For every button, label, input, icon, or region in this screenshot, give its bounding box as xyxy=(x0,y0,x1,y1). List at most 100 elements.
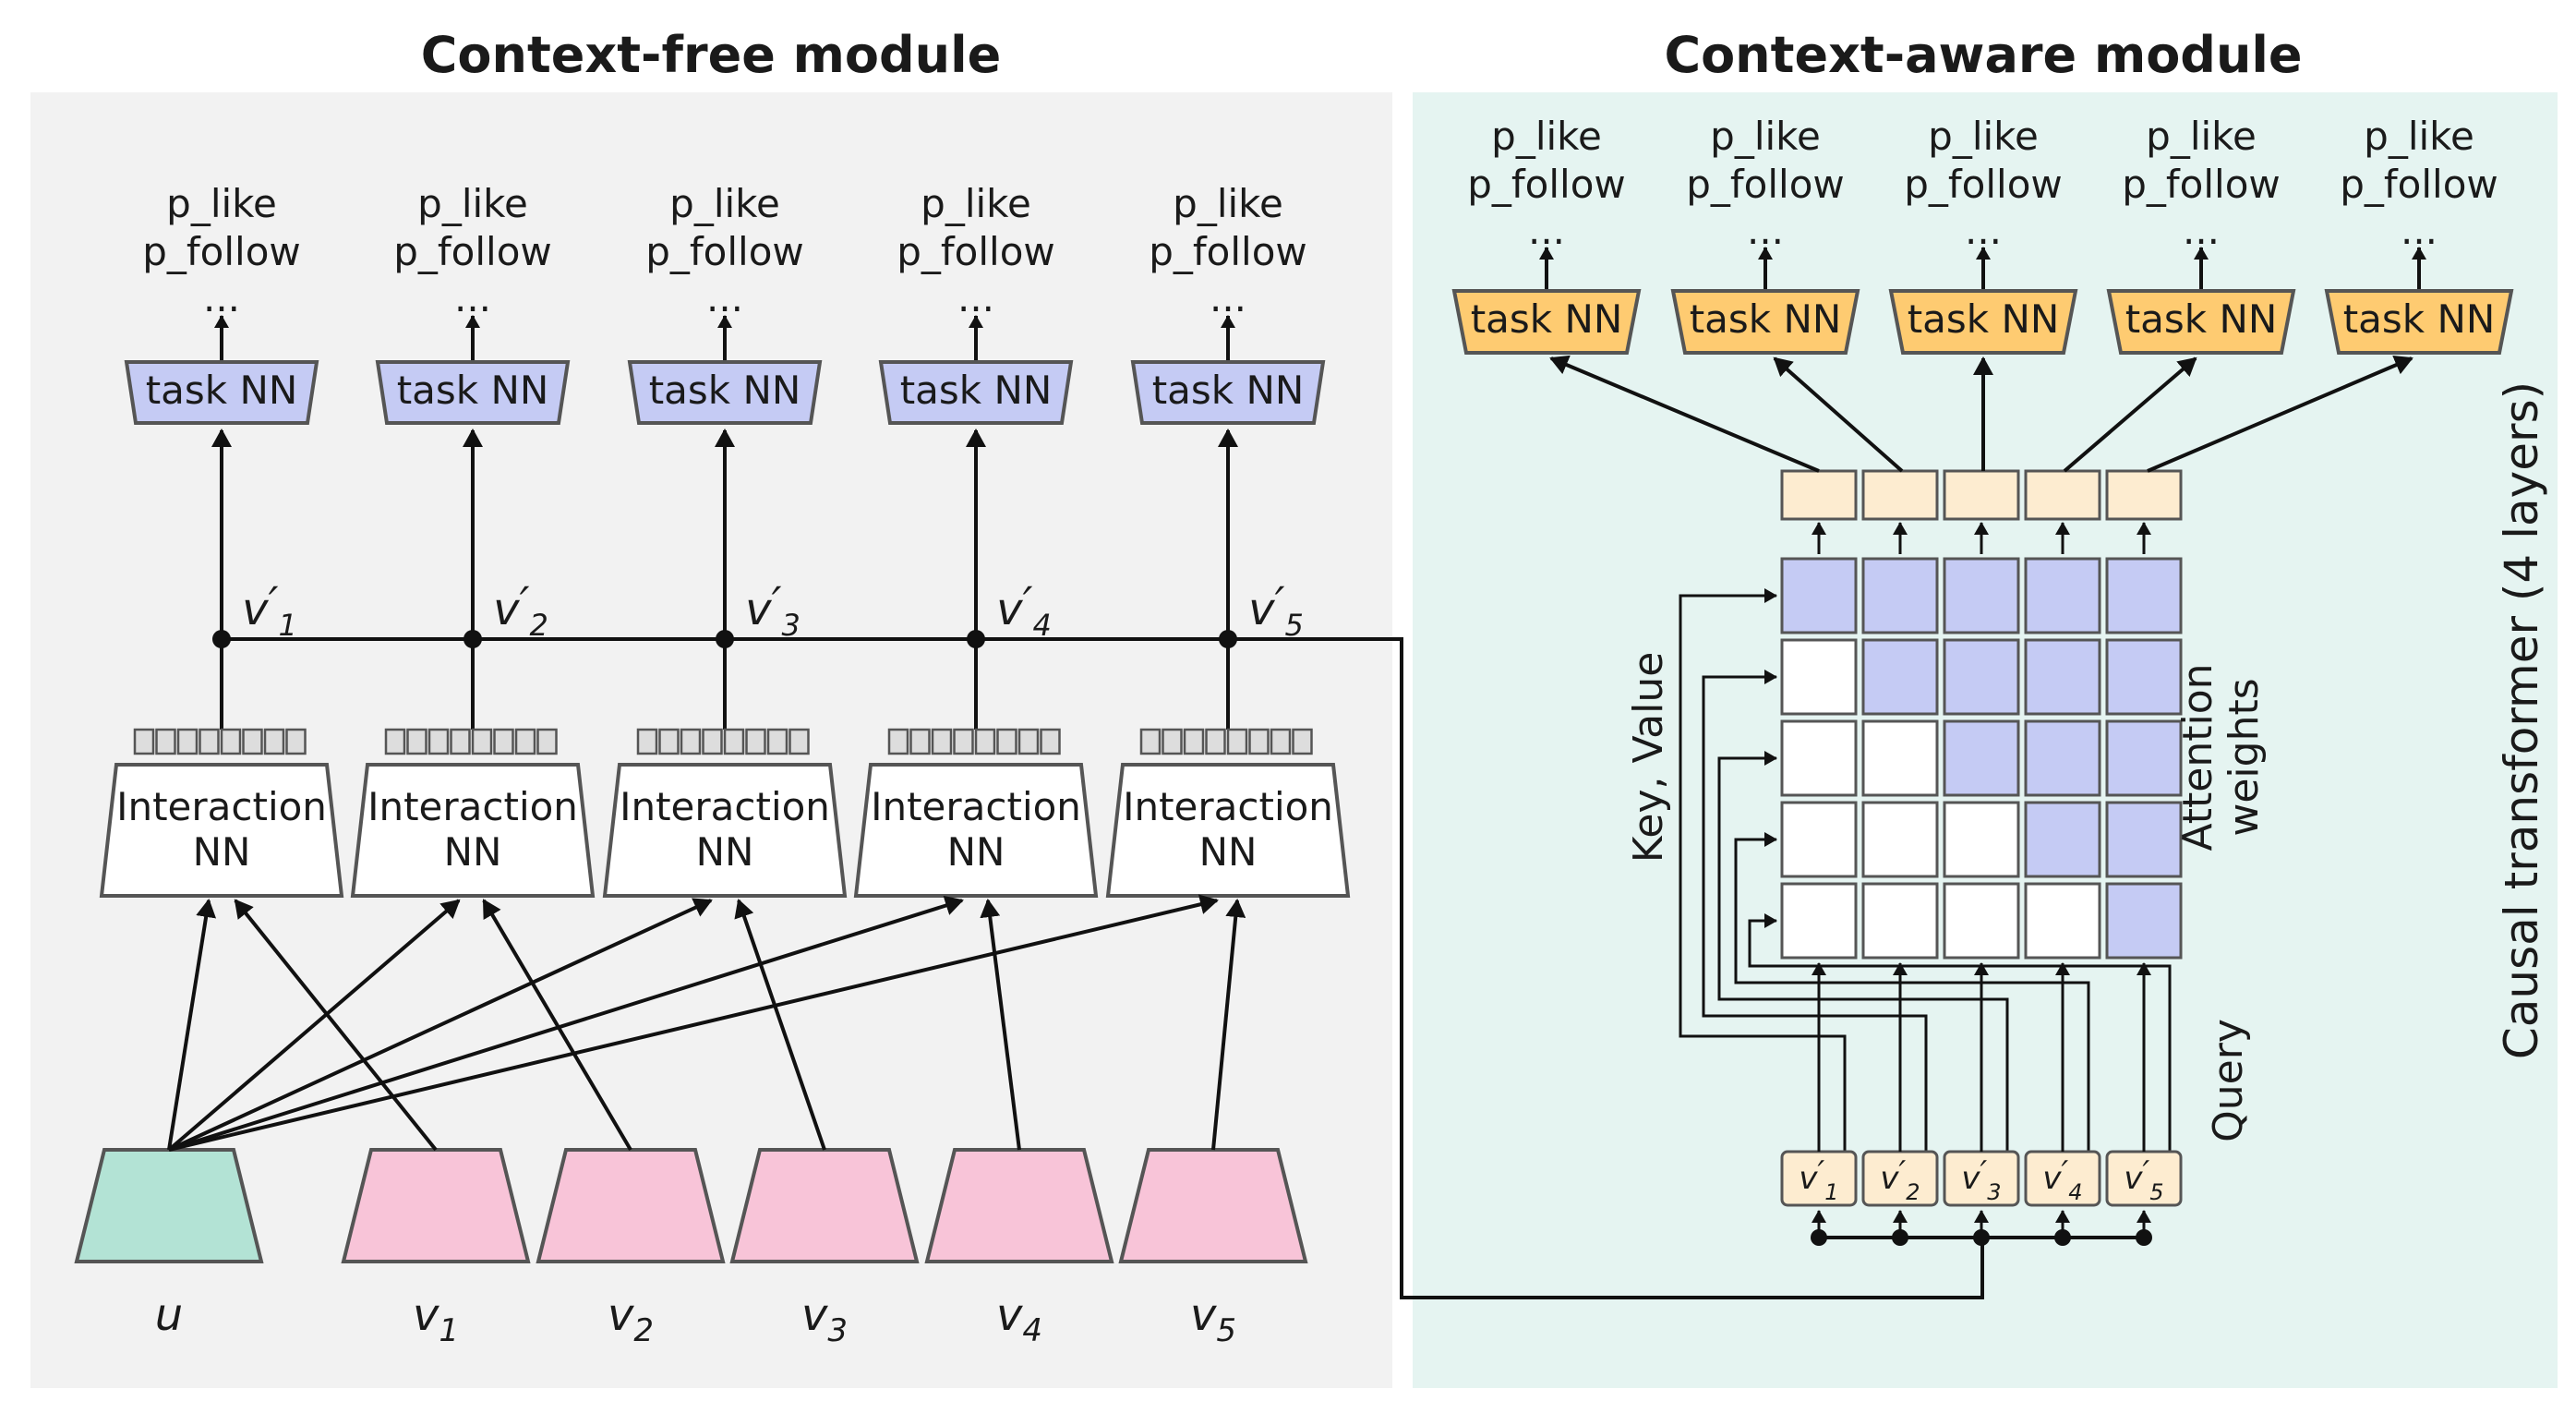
output-p-follow: p_follow xyxy=(1904,162,2063,207)
left-input-arrows xyxy=(167,894,1246,1152)
interaction-nn-label-line1: Interaction xyxy=(620,784,830,829)
interaction-nn-label-line2: NN xyxy=(193,829,251,875)
embedding-cell xyxy=(450,728,471,755)
attention-cell-filled xyxy=(1780,557,1858,634)
interaction-nn-label-line1: Interaction xyxy=(367,784,578,829)
item-to-interaction-arrow xyxy=(234,899,438,1152)
output-ellipsis: ... xyxy=(957,275,994,320)
output-p-follow: p_follow xyxy=(2122,162,2281,207)
interaction-nn-label-line1: Interaction xyxy=(1123,784,1333,829)
task-nn-label: task NN xyxy=(2343,296,2496,342)
output-p-follow: p_follow xyxy=(645,229,804,274)
embedding-cell xyxy=(514,728,536,755)
task-nn-box xyxy=(1888,289,2078,355)
embedding-cell xyxy=(974,728,996,755)
embedding-cell xyxy=(176,728,199,755)
key-value-wire xyxy=(1679,588,1847,1152)
embedding-label: v′3 xyxy=(745,578,800,643)
item-to-interaction-arrow xyxy=(1211,899,1246,1151)
task-nn-box xyxy=(627,360,823,425)
output-p-like: p_like xyxy=(417,181,528,226)
attention-cell-filled xyxy=(2105,801,2183,878)
interaction-nn-label-line2: NN xyxy=(1199,829,1258,875)
embedding-cell xyxy=(931,728,953,755)
embedding-cell xyxy=(427,728,450,755)
interaction-nn-label-line1: Interaction xyxy=(871,784,1081,829)
embedding-cell xyxy=(263,728,285,755)
item-encoder-box xyxy=(536,1148,726,1263)
output-ellipsis: ... xyxy=(1210,275,1246,320)
output-p-follow: p_follow xyxy=(393,229,552,274)
user-to-interaction-arrow xyxy=(167,899,461,1152)
output-p-like: p_like xyxy=(1491,114,1602,159)
output-ellipsis: ... xyxy=(1747,208,1784,253)
output-ellipsis: ... xyxy=(2183,208,2220,253)
embedding-cell xyxy=(1040,728,1061,755)
embedding-label: v′4 xyxy=(996,578,1052,643)
attention-cell-filled xyxy=(2024,638,2101,716)
output-p-follow: p_follow xyxy=(1149,229,1307,274)
embedding-cell xyxy=(658,728,680,755)
output-ellipsis: ... xyxy=(1528,208,1565,253)
interaction-nn-label-line1: Interaction xyxy=(116,784,327,829)
embedding-cell xyxy=(1270,728,1292,755)
item-to-interaction-arrow xyxy=(734,899,826,1151)
embedding-cell xyxy=(702,728,723,755)
query-token-label: v′4 xyxy=(2042,1154,2082,1205)
attention-cell-empty xyxy=(1943,801,2020,878)
output-ellipsis: ... xyxy=(2401,208,2438,253)
attention-cell-empty xyxy=(1780,638,1858,716)
head-input-arrow xyxy=(1549,355,1820,473)
attention-cell-filled xyxy=(2105,557,2183,634)
embedding-label: v′2 xyxy=(493,578,548,643)
item-input-3: v3 xyxy=(729,1148,920,1349)
embedding-cell xyxy=(384,728,406,755)
embedding-cell xyxy=(1248,728,1270,755)
embedding-cell xyxy=(1292,728,1313,755)
attention-cell-empty xyxy=(1780,801,1858,878)
output-p-like: p_like xyxy=(1710,114,1821,159)
embedding-cell xyxy=(406,728,427,755)
embedding-cell xyxy=(242,728,263,755)
output-p-follow: p_follow xyxy=(897,229,1055,274)
task-nn-box xyxy=(1670,289,1860,355)
interaction-nn-label-line2: NN xyxy=(444,829,502,875)
output-cell xyxy=(1943,469,2020,521)
output-p-like: p_like xyxy=(669,181,780,226)
embedding-cell xyxy=(788,728,810,755)
task-nn-label: task NN xyxy=(397,368,549,413)
output-ellipsis: ... xyxy=(203,275,240,320)
user-label: u xyxy=(155,1289,183,1341)
item-label: v4 xyxy=(996,1289,1042,1349)
item-label: v3 xyxy=(801,1289,848,1349)
embedding-cell xyxy=(766,728,788,755)
embedding-cell xyxy=(909,728,931,755)
attention-cell-filled xyxy=(1861,557,1939,634)
interaction-nn-box xyxy=(350,763,596,898)
task-nn-label: task NN xyxy=(2125,296,2278,342)
attention-cell-filled xyxy=(2105,719,2183,797)
query-label: Query xyxy=(2205,1019,2252,1142)
attention-cell-empty xyxy=(1943,882,2020,960)
interaction-nn-label-line2: NN xyxy=(696,829,754,875)
attention-cell-empty xyxy=(2024,882,2101,960)
task-nn-box xyxy=(1451,289,1642,355)
embedding-cell xyxy=(1139,728,1162,755)
attention-cell-filled xyxy=(1943,719,2020,797)
task-nn-box xyxy=(124,360,319,425)
interaction-nn-label-line2: NN xyxy=(947,829,1005,875)
user-input: u xyxy=(74,1148,264,1341)
item-input-1: v1 xyxy=(341,1148,531,1349)
attention-cell-filled xyxy=(2024,801,2101,878)
query-token-label: v′3 xyxy=(1961,1154,2001,1205)
output-ellipsis: ... xyxy=(1965,208,2002,253)
task-nn-label: task NN xyxy=(146,368,298,413)
key-value-wire xyxy=(1748,913,2172,1152)
task-nn-box xyxy=(2324,289,2514,355)
